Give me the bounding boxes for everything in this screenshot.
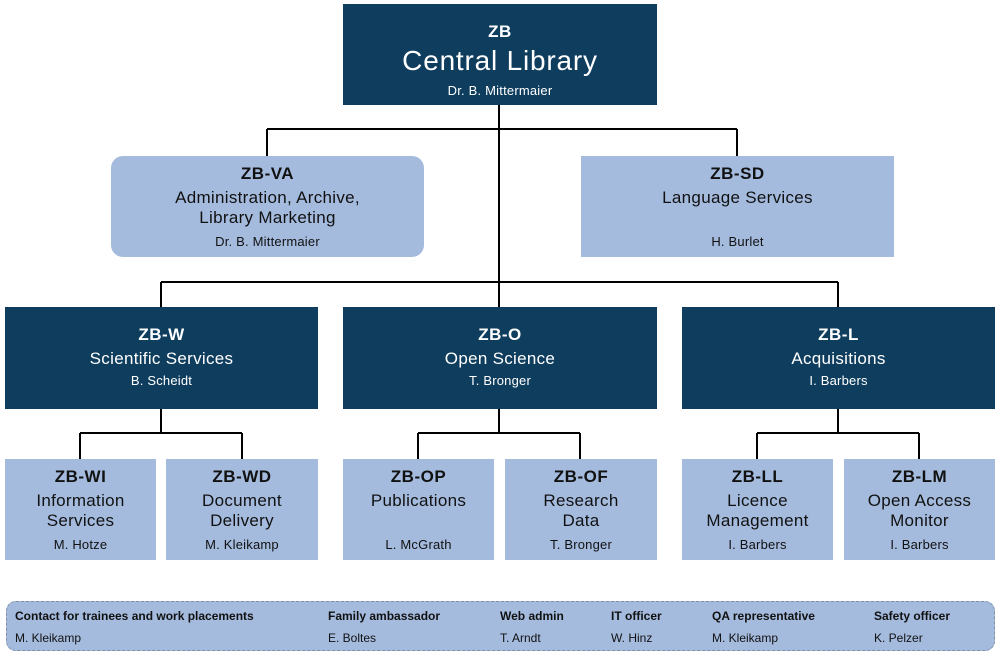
unit-box-zb-of: ZB-OF Research Data T. Bronger xyxy=(505,459,657,560)
contact-role: Contact for trainees and work placements xyxy=(15,609,254,623)
unit-code: ZB-OF xyxy=(553,467,609,486)
unit-code: ZB-L xyxy=(818,325,859,344)
unit-name-line: Licence xyxy=(727,491,788,510)
unit-code: ZB-WI xyxy=(54,467,107,486)
unit-name-line: Management xyxy=(706,511,809,530)
unit-box-zb-l: ZB-L Acquisitions I. Barbers xyxy=(682,307,995,409)
unit-name-line: Library Marketing xyxy=(199,208,336,227)
contact-role: Family ambassador xyxy=(328,609,441,623)
unit-name-line: Language Services xyxy=(662,188,813,207)
contact-role: Web admin xyxy=(500,609,564,623)
unit-code: ZB-VA xyxy=(240,164,295,183)
unit-code: ZB-O xyxy=(478,325,522,344)
contact-role: QA representative xyxy=(712,609,815,623)
unit-name-line: Services xyxy=(46,511,115,530)
contact-name: E. Boltes xyxy=(328,631,377,645)
unit-box-zb-wi: ZB-WI Information Services M. Hotze xyxy=(5,459,156,560)
unit-code: ZB-WD xyxy=(212,467,272,486)
unit-head: M. Hotze xyxy=(53,537,108,552)
unit-name: Scientific Services xyxy=(89,349,234,368)
unit-name-line: Information xyxy=(36,491,125,510)
unit-code: ZB-SD xyxy=(710,164,765,183)
unit-box-zb-sd: ZB-SD Language Services H. Burlet xyxy=(581,156,894,257)
unit-name-line: Delivery xyxy=(210,511,274,530)
unit-code: ZB-LL xyxy=(731,467,784,486)
unit-name-line: Research xyxy=(543,491,619,510)
unit-box-zb-va: ZB-VA Administration, Archive, Library M… xyxy=(111,156,424,257)
contact-name: K. Pelzer xyxy=(874,631,923,645)
contact-role: IT officer xyxy=(611,609,662,623)
contact-name: T. Arndt xyxy=(500,631,541,645)
unit-head: T. Bronger xyxy=(469,373,531,388)
unit-name-line: Data xyxy=(562,511,600,530)
unit-name-line: Administration, Archive, xyxy=(175,188,360,207)
unit-head: I. Barbers xyxy=(728,537,787,552)
unit-box-zb-ll: ZB-LL Licence Management I. Barbers xyxy=(682,459,833,560)
unit-head: B. Scheidt xyxy=(130,373,193,388)
unit-box-zb-wd: ZB-WD Document Delivery M. Kleikamp xyxy=(166,459,318,560)
unit-head: Dr. B. Mittermaier xyxy=(215,234,320,249)
contacts-footer: Contact for trainees and work placements… xyxy=(6,601,995,651)
unit-head: L. McGrath xyxy=(385,537,452,552)
unit-name: Acquisitions xyxy=(791,349,886,368)
unit-head: M. Kleikamp xyxy=(205,537,279,552)
unit-box-zb-o: ZB-O Open Science T. Bronger xyxy=(343,307,657,409)
unit-head: Dr. B. Mittermaier xyxy=(447,83,553,98)
unit-head: I. Barbers xyxy=(809,373,868,388)
unit-code: ZB-W xyxy=(138,325,185,344)
unit-code: ZB-OP xyxy=(390,467,447,486)
central-library-box: ZB Central Library Dr. B. Mittermaier xyxy=(343,4,657,105)
unit-name-line: Monitor xyxy=(890,511,949,530)
unit-head: H. Burlet xyxy=(711,234,764,249)
unit-head: T. Bronger xyxy=(550,537,612,552)
unit-box-zb-w: ZB-W Scientific Services B. Scheidt xyxy=(5,307,318,409)
unit-name-line: Document xyxy=(202,491,282,510)
unit-code: ZB-LM xyxy=(891,467,948,486)
contact-name: M. Kleikamp xyxy=(712,631,779,645)
unit-name-line: Open Access xyxy=(867,491,972,510)
contact-name: M. Kleikamp xyxy=(15,631,82,645)
unit-code: ZB xyxy=(488,22,512,41)
contact-name: W. Hinz xyxy=(611,631,653,645)
contact-role: Safety officer xyxy=(874,609,951,623)
unit-box-zb-lm: ZB-LM Open Access Monitor I. Barbers xyxy=(844,459,995,560)
unit-name: Central Library xyxy=(402,45,598,76)
unit-name-line: Publications xyxy=(370,491,467,510)
unit-box-zb-op: ZB-OP Publications L. McGrath xyxy=(343,459,494,560)
unit-head: I. Barbers xyxy=(890,537,949,552)
unit-name: Open Science xyxy=(444,349,556,368)
